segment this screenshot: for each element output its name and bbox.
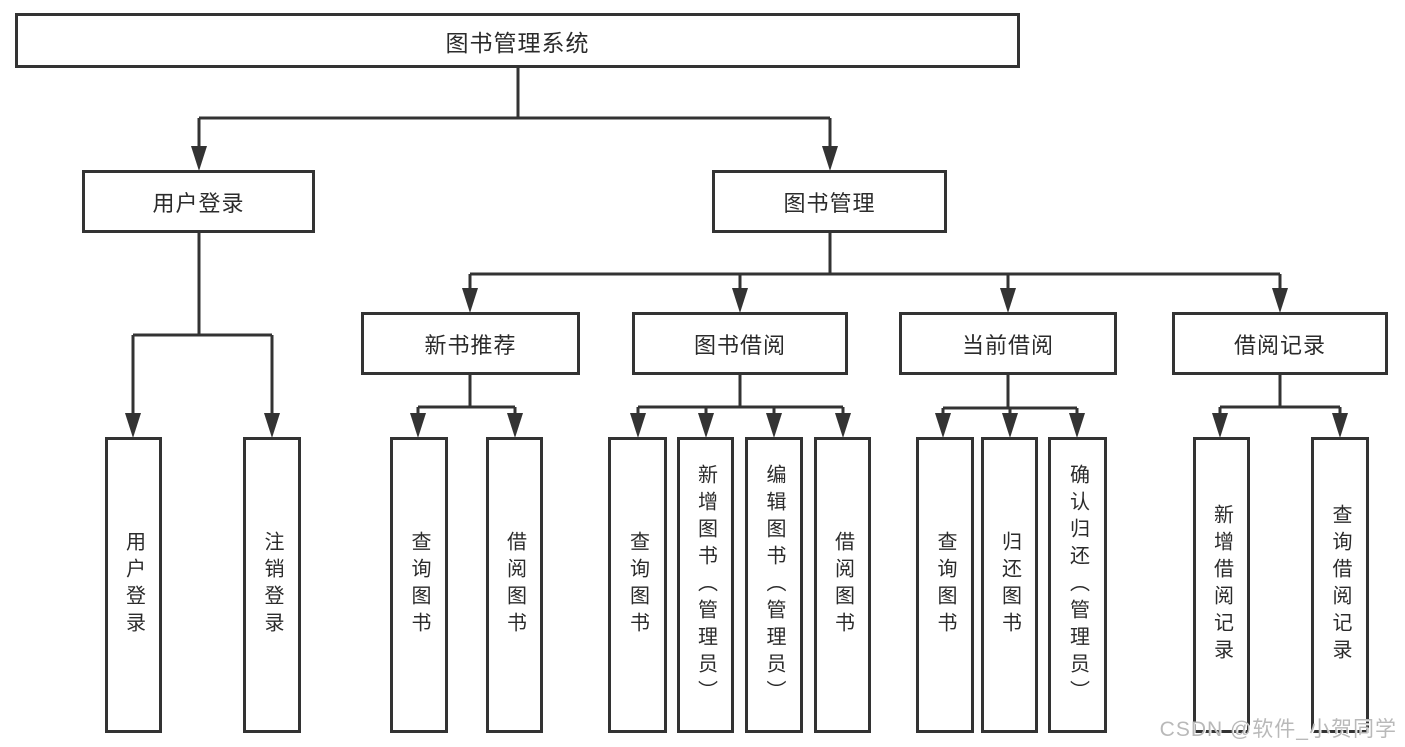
node-label: 查询图书 — [626, 531, 649, 639]
leaf-return-books: 归还图书 — [981, 437, 1038, 733]
node-current-borrowing: 当前借阅 — [899, 312, 1117, 375]
node-label: 新增借阅记录 — [1210, 504, 1233, 666]
node-book-management: 图书管理 — [712, 170, 947, 233]
node-label: 确认归还（管理员） — [1066, 463, 1089, 707]
leaf-edit-books-admin: 编辑图书（管理员） — [745, 437, 803, 733]
node-label: 当前借阅 — [961, 332, 1054, 358]
connector-paths — [131, 68, 1342, 413]
leaf-borrow-books-borrowing: 借阅图书 — [814, 437, 871, 733]
node-label: 用户登录 — [152, 190, 245, 216]
node-label: 图书管理系统 — [445, 29, 590, 56]
leaf-add-books-admin: 新增图书（管理员） — [677, 437, 734, 733]
node-label: 查询图书 — [408, 531, 430, 639]
node-book-borrowing: 图书借阅 — [632, 312, 848, 375]
leaf-query-books-borrowing: 查询图书 — [608, 437, 667, 733]
node-label: 编辑图书（管理员） — [763, 463, 785, 707]
leaf-logout-login: 注销登录 — [243, 437, 301, 733]
node-label: 借阅记录 — [1233, 332, 1326, 358]
watermark-text: CSDN @软件_小贺同学 — [1159, 718, 1397, 741]
node-new-book-recommendation: 新书推荐 — [361, 312, 580, 375]
node-label: 用户登录 — [122, 531, 145, 639]
node-borrowing-records: 借阅记录 — [1172, 312, 1388, 375]
arrowheads — [125, 146, 1348, 438]
leaf-borrow-books-recommend: 借阅图书 — [486, 437, 543, 733]
node-user-login: 用户登录 — [82, 170, 315, 233]
leaf-query-borrow-record: 查询借阅记录 — [1311, 437, 1369, 733]
node-label: 归还图书 — [998, 531, 1021, 639]
leaf-add-borrow-record: 新增借阅记录 — [1193, 437, 1250, 733]
node-label: 查询图书 — [934, 531, 956, 639]
node-label: 借阅图书 — [503, 531, 526, 639]
node-label: 借阅图书 — [831, 531, 854, 639]
leaf-query-books-current: 查询图书 — [916, 437, 974, 733]
leaf-confirm-return-admin: 确认归还（管理员） — [1048, 437, 1107, 733]
node-label: 注销登录 — [261, 531, 283, 639]
node-label: 新增图书（管理员） — [694, 463, 717, 707]
node-library-system: 图书管理系统 — [15, 13, 1020, 68]
node-label: 查询借阅记录 — [1329, 504, 1351, 666]
node-label: 图书管理 — [783, 190, 876, 216]
node-label: 图书借阅 — [693, 332, 786, 358]
leaf-user-login: 用户登录 — [105, 437, 162, 733]
node-label: 新书推荐 — [424, 332, 517, 358]
leaf-query-books-recommend: 查询图书 — [390, 437, 448, 733]
